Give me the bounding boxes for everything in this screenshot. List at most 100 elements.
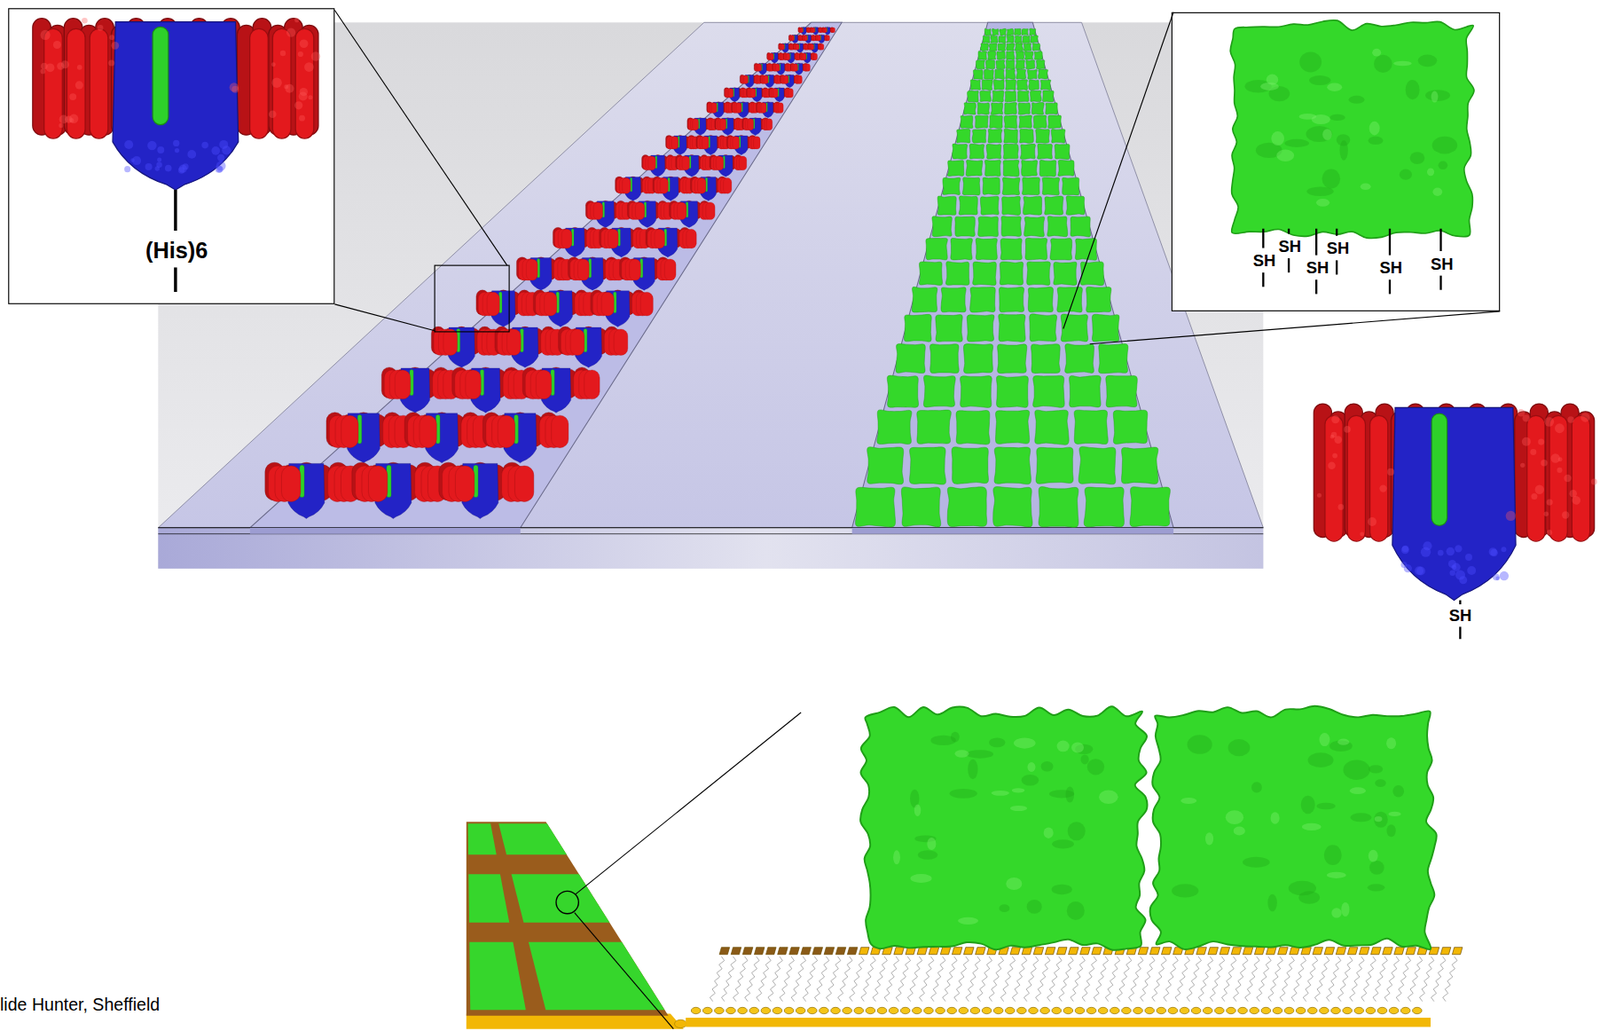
protein-surface [963,344,993,374]
lipid-tail [838,956,853,1002]
light-harvesting-complex [352,462,448,518]
red-helix [514,465,534,502]
protein-surface [1035,128,1051,143]
atom-texture [1454,544,1462,552]
lipid-headgroup [737,1006,748,1013]
red-helix [817,35,821,41]
atom-texture [215,165,223,173]
green-pigment [152,26,169,125]
green-protein [977,102,989,115]
red-helix [715,156,723,171]
light-harvesting-complex [739,74,762,88]
atom-texture [1416,566,1426,576]
leader-line [1063,12,1174,330]
atom-texture [1580,412,1590,422]
lipid-tail [918,956,934,1002]
green-protein [992,28,999,36]
green-protein [999,28,1007,36]
red-helix [648,156,656,171]
red-helix [781,43,785,50]
surface-shade [1251,781,1263,793]
green-protein [1035,447,1074,484]
green-protein [1021,159,1038,176]
surface-highlight [1276,149,1295,162]
atom-texture [1563,474,1571,482]
thiol-label: SH [1379,258,1403,277]
lipid-tail [1082,956,1097,1002]
light-harvesting-complex [746,87,772,102]
green-protein [984,69,995,79]
lipid-headgroup [1110,1006,1121,1013]
lipid-tail [1361,956,1376,1002]
protein-surface [1004,91,1016,102]
protein-surface [1062,177,1080,196]
protein-surface [950,237,973,260]
lipid-headgroup [1335,947,1347,955]
protein-surface [895,344,926,374]
green-protein [917,409,952,444]
light-harvesting-complex [783,52,801,63]
green-protein [1065,344,1095,374]
green-protein [1019,115,1033,128]
protein-surface [1006,28,1013,36]
lipid-headgroup [847,947,858,955]
light-harvesting-complex [753,62,774,75]
protein-surface [1058,159,1075,176]
lipid-headgroup [1231,947,1242,955]
inset-frame: (His)6 [7,7,335,305]
lipid-tail [756,956,771,1002]
atom-texture [299,39,309,48]
lipid-tail [1105,956,1120,1002]
protein-surface [877,409,912,445]
lipid-tail [791,956,806,1002]
light-harvesting-complex [756,101,785,118]
protein-surface [970,286,997,313]
protein-surface [984,159,1001,176]
lipid-headgroup [1301,947,1312,955]
red-helix [622,178,631,195]
light-harvesting-complex [552,227,604,258]
lipid-tail [1058,956,1074,1002]
atom-texture [164,164,173,173]
surface-shade [1329,114,1345,121]
lipid-tail [1349,956,1365,1002]
lipid-tail [954,956,969,1002]
protein-surface [989,115,1004,129]
light-harvesting-complex [696,134,730,155]
red-helix [659,177,668,194]
protein-surface [972,70,983,80]
atom-texture [231,86,239,94]
red-helix [784,75,789,84]
lipid-headgroup [753,947,765,955]
protein-surface [1006,43,1015,51]
red-helix [486,291,500,316]
green-protein [1054,144,1070,160]
red-helix [723,178,732,195]
green-protein [986,60,996,70]
atom-texture [109,34,115,40]
lipid-headgroup [702,1006,713,1013]
atom-texture [174,148,180,153]
surface-highlight [1331,907,1342,918]
red-helix [671,136,679,150]
protein-surface [975,115,989,128]
red-helix [793,63,798,71]
credit-note: lide Hunter, Sheffield [0,995,160,1015]
atom-texture [1317,493,1322,498]
lipid-headgroup [812,947,824,955]
green-protein [1150,705,1437,950]
red-helix [800,27,803,33]
green-protein [969,143,985,159]
lipid-headgroup [1405,947,1417,955]
protein-surface [967,90,980,102]
green-protein [1004,91,1016,102]
green-protein [980,196,999,215]
protein-surface [941,287,966,313]
protein-surface [1000,238,1022,260]
green-protein [1025,237,1048,260]
lipid-headgroup [1179,1006,1190,1013]
lipid-headgroup [719,947,730,955]
surface-shade [1368,136,1384,145]
atom-texture [1367,517,1377,526]
